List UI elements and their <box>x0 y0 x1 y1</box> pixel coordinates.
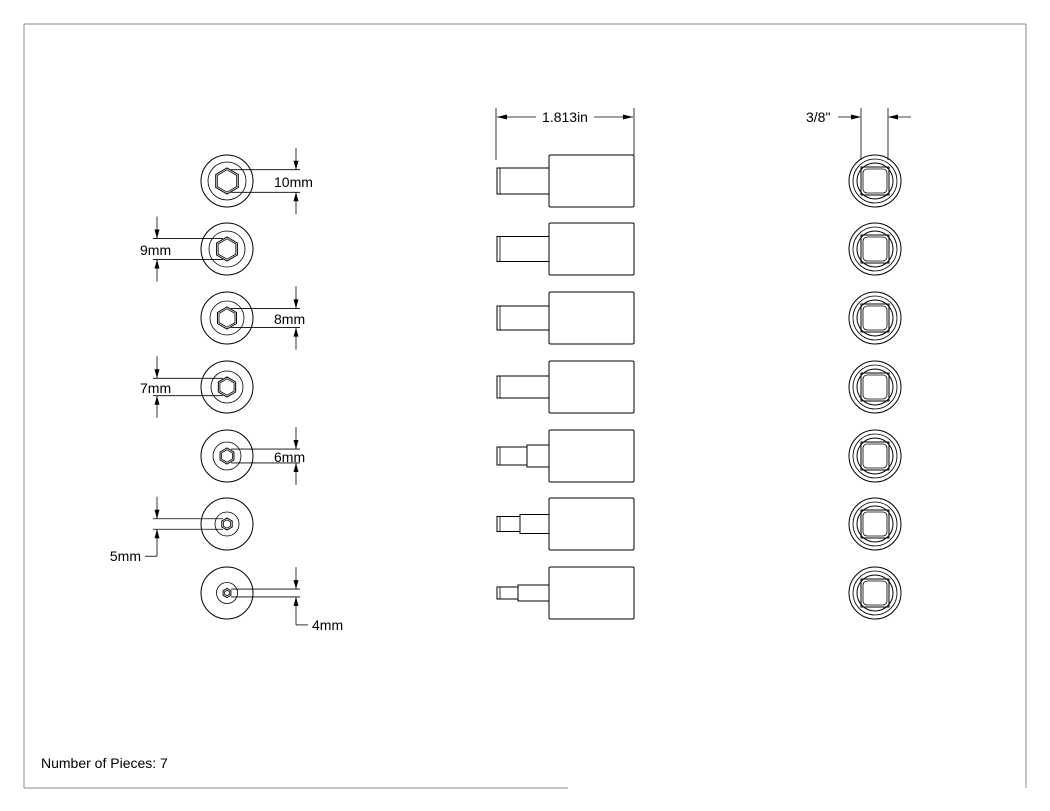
socket-front-views: 10mm 9mm 8mm 7mm 6mm 5mm 4mm <box>110 147 343 633</box>
socket-size-dimension: 4mm <box>231 567 343 633</box>
socket-side-view <box>496 497 635 551</box>
socket-front-view: 4mm <box>200 566 343 633</box>
socket-front-view: 6mm <box>200 427 305 485</box>
drive-size-dimension: 3/8" <box>806 108 911 160</box>
socket-drive-end-view <box>848 154 902 208</box>
socket-front-view: 10mm <box>200 147 313 215</box>
socket-size-dimension: 7mm <box>140 356 223 418</box>
socket-drive-end-view <box>848 566 902 620</box>
socket-size-label: 10mm <box>274 174 313 190</box>
socket-size-dimension: 8mm <box>231 286 305 350</box>
socket-drive-end-views <box>848 154 902 620</box>
overall-length-dimension: 1.813in <box>495 108 635 160</box>
socket-side-view <box>496 360 635 414</box>
socket-side-views <box>496 154 635 620</box>
socket-side-view <box>496 154 635 208</box>
socket-size-label: 7mm <box>140 380 171 396</box>
drive-size-label: 3/8" <box>806 109 830 125</box>
socket-size-dimension: 6mm <box>231 427 305 485</box>
socket-size-label: 9mm <box>140 242 171 258</box>
socket-side-view <box>496 222 635 276</box>
socket-size-dimension: 5mm <box>110 496 223 564</box>
socket-drive-end-view <box>848 360 902 414</box>
socket-size-label: 6mm <box>274 449 305 465</box>
socket-drive-end-view <box>848 291 902 345</box>
socket-front-view: 7mm <box>140 356 254 418</box>
socket-front-view: 9mm <box>140 216 254 282</box>
socket-front-view: 5mm <box>110 496 254 564</box>
socket-front-view: 8mm <box>200 286 305 350</box>
socket-size-dimension: 9mm <box>140 216 223 282</box>
socket-drive-end-view <box>848 497 902 551</box>
socket-drive-end-view <box>848 429 902 483</box>
socket-side-view <box>496 566 635 620</box>
socket-drive-end-view <box>848 222 902 276</box>
socket-side-view <box>496 429 635 483</box>
socket-size-label: 5mm <box>110 548 141 564</box>
socket-size-dimension: 10mm <box>231 147 313 215</box>
socket-side-view <box>496 291 635 345</box>
overall-length-label: 1.813in <box>542 109 588 125</box>
pieces-count-label: Number of Pieces: 7 <box>41 755 168 771</box>
drawing-frame <box>23 23 1027 789</box>
socket-size-label: 8mm <box>274 311 305 327</box>
socket-size-label: 4mm <box>312 617 343 633</box>
